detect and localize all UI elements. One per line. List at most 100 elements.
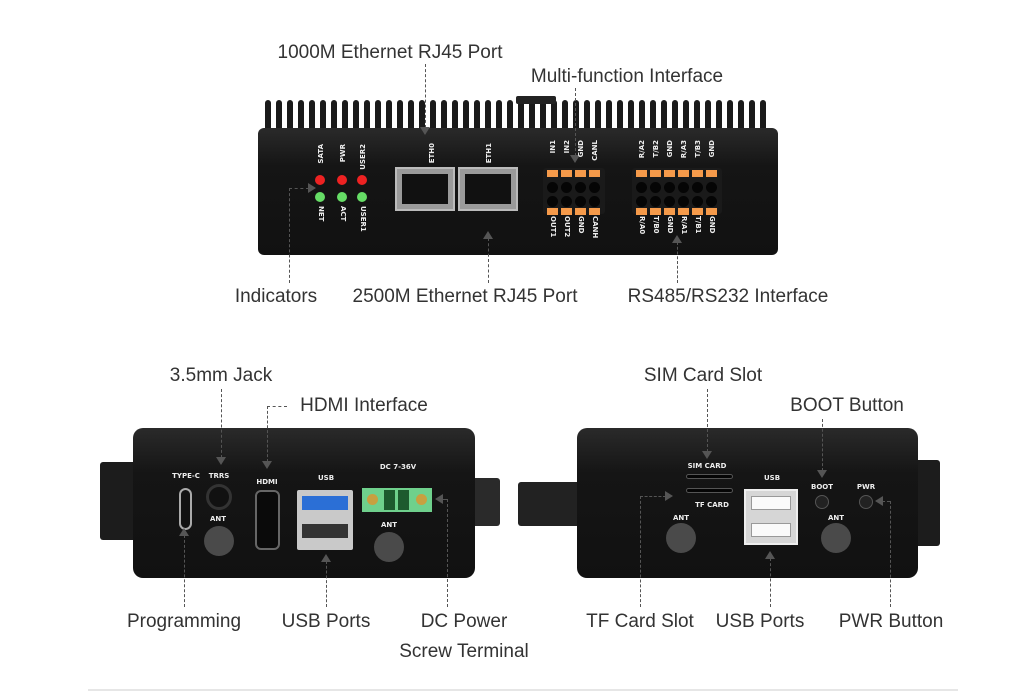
heatsink-fin	[298, 100, 304, 130]
ant-print: ANT	[827, 514, 845, 522]
terminal-hole	[547, 196, 558, 207]
heatsink-fin	[749, 100, 755, 130]
eth0-label: ETH0	[428, 143, 436, 164]
heatsink-fin	[419, 100, 425, 130]
heatsink-fin	[551, 100, 557, 130]
terminal-release	[636, 208, 647, 215]
terminal-release	[589, 170, 600, 177]
heatsink-fin	[342, 100, 348, 130]
heatsink-fin	[595, 100, 601, 130]
antenna-mount	[374, 532, 404, 562]
heatsink-fin	[540, 100, 546, 130]
callout-dc-power: DC Power	[420, 611, 508, 632]
terminal-pin-label: GND	[577, 216, 585, 234]
antenna-mount	[666, 523, 696, 553]
terminal-hole	[706, 182, 717, 193]
terminal-hole	[547, 182, 558, 193]
sim-card-slot[interactable]	[686, 474, 733, 479]
terminal-hole	[636, 196, 647, 207]
terminal-pin-label: IN2	[563, 140, 571, 154]
led-green	[337, 192, 347, 202]
hdmi-port[interactable]	[255, 490, 280, 550]
callout-sim-card-slot: SIM Card Slot	[643, 365, 763, 386]
heatsink-fin	[397, 100, 403, 130]
terminal-pin-label: R/A1	[680, 216, 688, 235]
usb-ports[interactable]	[744, 489, 798, 545]
callout-hdmi: HDMI Interface	[300, 395, 428, 416]
terminal-hole	[561, 196, 572, 207]
antenna-mount	[204, 526, 234, 556]
heatsink-fin	[331, 100, 337, 130]
heatsink-fin	[353, 100, 359, 130]
led-label: SATA	[317, 144, 325, 164]
terminal-release	[706, 170, 717, 177]
tf-card-slot[interactable]	[686, 488, 733, 493]
terminal-pin-label: CANH	[591, 216, 599, 239]
terminal-hole	[589, 182, 600, 193]
heatsink-fin	[650, 100, 656, 130]
usb-print: USB	[317, 474, 335, 482]
terminal-pin-label: GND	[577, 140, 585, 158]
heatsink-fin	[738, 100, 744, 130]
hdmi-print: HDMI	[256, 478, 278, 486]
heatsink-fin	[364, 100, 370, 130]
callout-35mm-jack: 3.5mm Jack	[169, 365, 273, 386]
heatsink-fin	[518, 100, 524, 130]
callout-2500m-ethernet: 2500M Ethernet RJ45 Port	[352, 286, 578, 307]
terminal-hole	[692, 182, 703, 193]
heatsink-fin	[694, 100, 700, 130]
terminal-pin-label: T/B3	[694, 140, 702, 158]
boot-print: BOOT	[810, 483, 834, 491]
tf-print: TF CARD	[695, 501, 729, 509]
typec-port[interactable]	[179, 488, 192, 530]
terminal-release	[664, 208, 675, 215]
terminal-hole	[692, 196, 703, 207]
terminal-release	[575, 208, 586, 215]
sim-print: SIM CARD	[687, 462, 727, 470]
terminal-hole	[575, 182, 586, 193]
terminal-pin-label: R/A0	[638, 216, 646, 235]
terminal-pin-label: IN1	[549, 140, 557, 154]
heatsink-fin	[496, 100, 502, 130]
heatsink-fin	[573, 100, 579, 130]
heatsink-fin	[672, 100, 678, 130]
heatsink-fin	[716, 100, 722, 130]
ant-print: ANT	[672, 514, 690, 522]
terminal-release	[664, 170, 675, 177]
callout-usb-ports-right: USB Ports	[715, 611, 805, 632]
heatsink-fin	[474, 100, 480, 130]
eth1-port[interactable]	[458, 167, 518, 211]
callout-multi-function: Multi-function Interface	[530, 66, 724, 87]
heatsink-fin	[727, 100, 733, 130]
audio-jack[interactable]	[206, 484, 232, 510]
bottom-divider	[88, 689, 958, 691]
heatsink-fin	[287, 100, 293, 130]
dc-screw-terminal[interactable]	[362, 488, 432, 512]
heatsink-fin	[265, 100, 271, 130]
antenna-mount	[821, 523, 851, 553]
boot-button[interactable]	[815, 495, 829, 509]
terminal-pin-label: R/A3	[680, 140, 688, 159]
ant-print: ANT	[209, 515, 227, 523]
terminal-pin-label: GND	[708, 140, 716, 158]
terminal-pin-label: GND	[708, 216, 716, 234]
heatsink-fin	[430, 100, 436, 130]
terminal-pin-label: CANL	[591, 140, 599, 161]
eth0-port[interactable]	[395, 167, 455, 211]
terminal-release	[650, 170, 661, 177]
callout-boot-button: BOOT Button	[790, 395, 904, 416]
terminal-release	[589, 208, 600, 215]
eth1-label: ETH1	[485, 143, 493, 164]
pwr-button[interactable]	[859, 495, 873, 509]
heatsink-fin	[683, 100, 689, 130]
terminal-release	[636, 170, 647, 177]
heatsink-fin	[309, 100, 315, 130]
led-label: USER2	[359, 144, 367, 170]
callout-usb-ports-left: USB Ports	[281, 611, 371, 632]
usb-ports[interactable]	[297, 490, 353, 550]
terminal-pin-label: T/B0	[652, 216, 660, 234]
terminal-pin-label: GND	[666, 216, 674, 234]
terminal-release	[678, 170, 689, 177]
terminal-release	[678, 208, 689, 215]
dc-print: DC 7-36V	[379, 463, 417, 471]
